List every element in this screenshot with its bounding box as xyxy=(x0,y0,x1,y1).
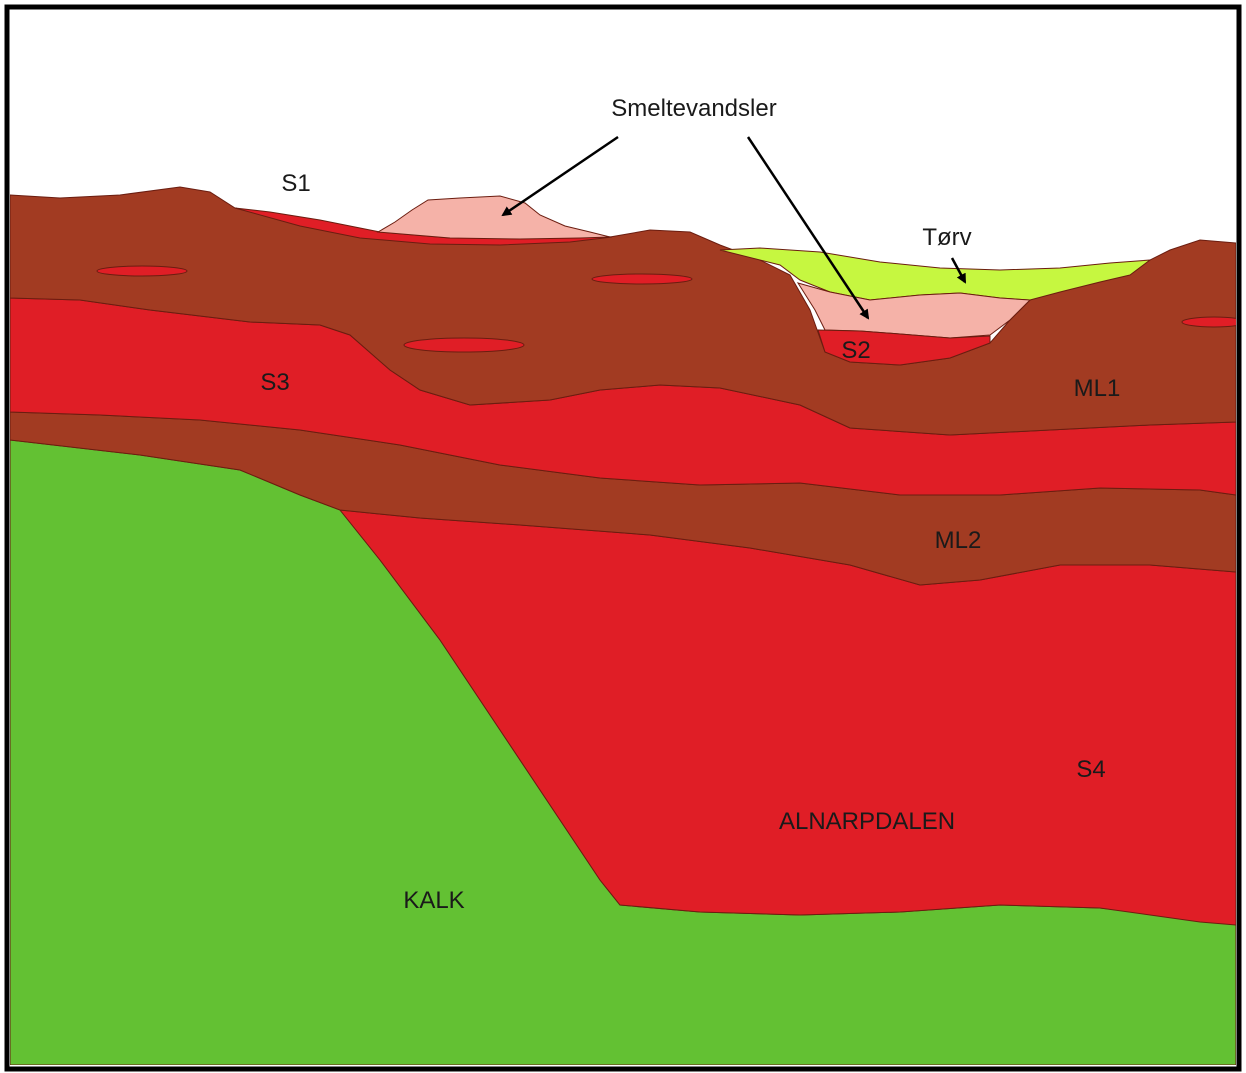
s2-sand-layer xyxy=(817,329,991,366)
meltwater-clay-mound xyxy=(376,195,611,240)
sand-lens xyxy=(1181,316,1236,328)
label-s2: S2 xyxy=(841,337,870,364)
arrow-meltwater-right xyxy=(746,136,870,320)
sand-lens xyxy=(591,273,693,285)
arrow-peat xyxy=(950,257,967,284)
label-ml1: ML1 xyxy=(1074,375,1121,402)
arrow-meltwater-left xyxy=(501,135,619,217)
label-alnarpdalen: ALNARPDALEN xyxy=(779,808,955,835)
sand-lens xyxy=(403,337,525,353)
label-ml2: ML2 xyxy=(935,527,982,554)
label-s3: S3 xyxy=(260,369,289,396)
label-smeltevandsler: Smeltevandsler xyxy=(611,95,776,122)
label-s1: S1 xyxy=(281,170,310,197)
label-s4: S4 xyxy=(1076,756,1105,783)
figure-frame xyxy=(4,4,1242,1072)
label-kalk: KALK xyxy=(403,887,464,914)
label-torv: Tørv xyxy=(922,224,971,251)
sand-lens xyxy=(96,265,188,277)
